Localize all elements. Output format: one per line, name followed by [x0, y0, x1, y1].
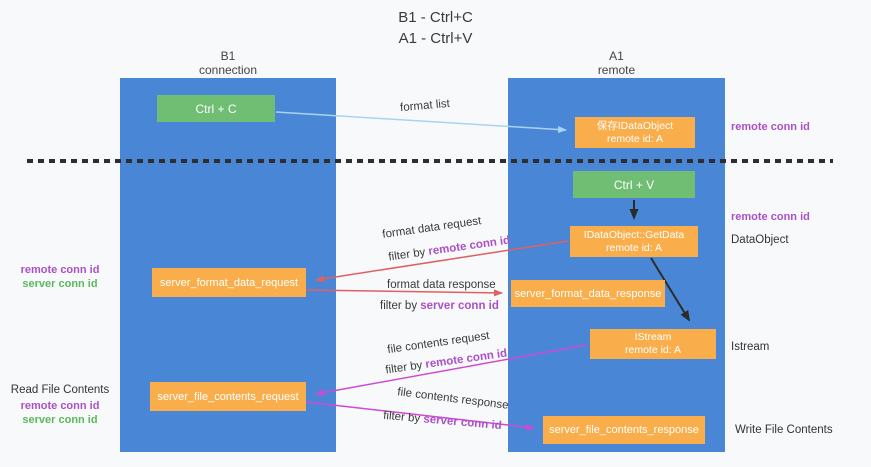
node-format-response-label: server_format_data_response	[514, 287, 662, 300]
lane-header-a1: A1 remote	[508, 49, 725, 77]
edge-label-file-contents-response: file contents response	[396, 386, 510, 412]
side-label-read-file-contents: Read File Contents	[10, 384, 110, 396]
lane-a1-subtitle: remote	[597, 63, 636, 77]
node-ctrl-c: Ctrl + C	[157, 95, 275, 122]
lane-a1-name: A1	[609, 49, 624, 63]
side-label-istream: Istream	[731, 341, 770, 353]
node-istream-line2: remote id: A	[624, 344, 682, 356]
side-label-remote-conn-id-top: remote conn id	[731, 121, 810, 133]
edge-label-format-data-response-filter: filter by server conn id	[380, 300, 499, 312]
server-conn-id-key: server conn id	[420, 300, 499, 312]
node-server-format-data-request: server_format_data_request	[152, 268, 306, 297]
node-format-request-label: server_format_data_request	[159, 276, 299, 289]
node-ctrl-v: Ctrl + V	[573, 171, 695, 198]
side-label-left-remote-conn-id-lower: remote conn id	[20, 400, 100, 412]
node-save-idataobject-line2: remote id: A	[606, 132, 664, 145]
title-line-2: A1 - Ctrl+V	[398, 30, 473, 47]
node-server-file-contents-response: server_file_contents_response	[543, 416, 705, 444]
node-save-idataobject: 保存IDataObject remote id: A	[575, 117, 695, 148]
node-save-idataobject-line1: 保存IDataObject	[596, 119, 674, 132]
node-ctrl-v-label: Ctrl + V	[613, 177, 655, 192]
filter-by-text: filter by	[382, 409, 424, 426]
remote-conn-id-key: remote conn id	[424, 347, 508, 371]
edge-label-format-data-response: format data response	[387, 279, 496, 291]
filter-by-text: filter by	[387, 245, 430, 264]
edge-label-format-data-request-filter: filter by remote conn id	[388, 235, 511, 264]
remote-conn-id-key: remote conn id	[427, 234, 511, 258]
node-file-response-label: server_file_contents_response	[549, 424, 699, 436]
lane-b1-name: B1	[220, 49, 236, 63]
side-label-left-remote-conn-id-upper: remote conn id	[20, 264, 100, 276]
lane-b1-subtitle: connection	[198, 63, 258, 77]
edge-label-format-list: format list	[399, 97, 451, 115]
side-label-write-file-contents: Write File Contents	[735, 424, 833, 436]
side-label-dataobject: DataObject	[731, 234, 789, 246]
node-getdata-line1: IDataObject::GetData	[583, 228, 685, 241]
side-label-remote-conn-id-mid: remote conn id	[731, 211, 810, 223]
node-idataobject-getdata: IDataObject::GetData remote id: A	[570, 226, 698, 257]
lane-header-b1: B1 connection	[120, 49, 336, 77]
node-getdata-line2: remote id: A	[605, 241, 663, 254]
title-line-1: B1 - Ctrl+C	[398, 9, 473, 26]
node-istream-line1: IStream	[634, 331, 672, 343]
node-istream: IStream remote id: A	[590, 329, 716, 359]
filter-by-text: filter by	[384, 358, 427, 377]
node-ctrl-c-label: Ctrl + C	[195, 101, 237, 116]
edge-label-file-contents-response-filter: filter by server conn id	[383, 410, 502, 432]
node-file-request-label: server_file_contents_request	[157, 390, 299, 403]
side-label-left-server-conn-id-upper: server conn id	[22, 278, 98, 290]
filter-by-text: filter by	[380, 300, 421, 312]
edge-label-format-data-request: format data request	[381, 215, 483, 241]
dashed-separator-line	[27, 159, 833, 163]
node-server-file-contents-request: server_file_contents_request	[150, 382, 306, 411]
diagram-title: B1 - Ctrl+C A1 - Ctrl+V	[0, 7, 871, 49]
node-server-format-data-response: server_format_data_response	[511, 280, 665, 307]
server-conn-id-key: server conn id	[422, 413, 503, 433]
side-label-left-server-conn-id-lower: server conn id	[22, 414, 98, 426]
